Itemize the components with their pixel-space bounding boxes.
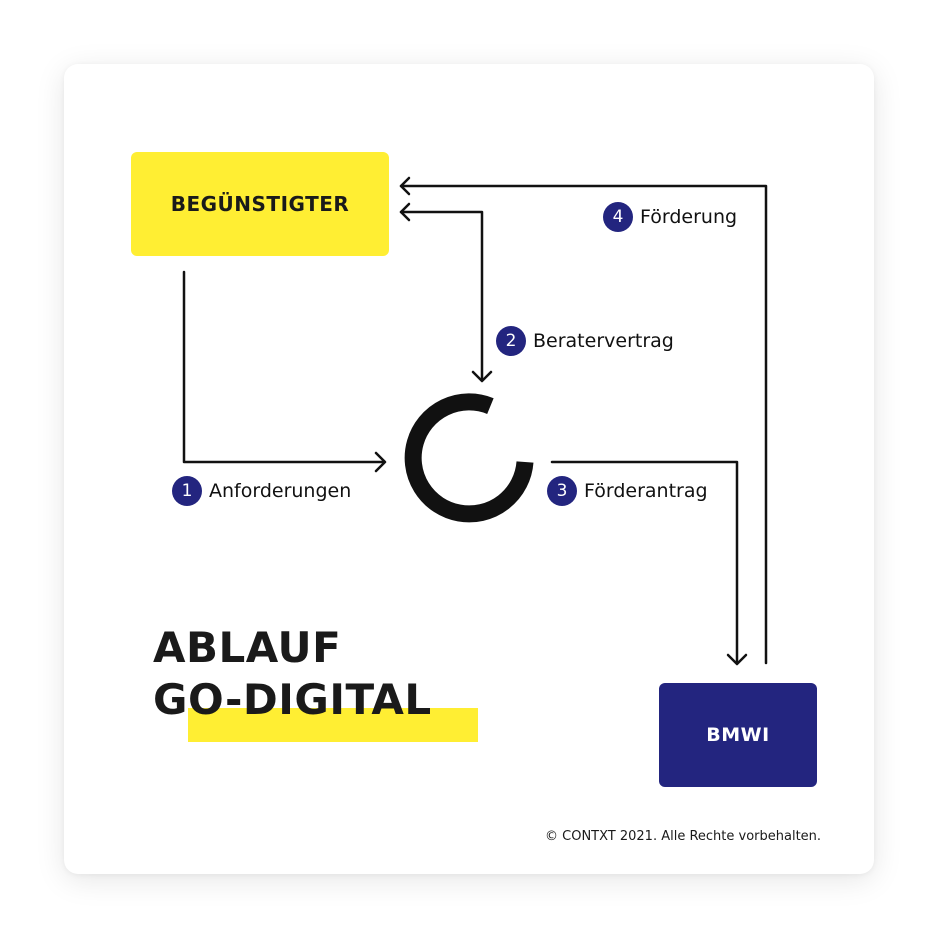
step-label: Förderung [640, 206, 738, 228]
step-anforderungen: 1 Anforderungen [172, 474, 351, 508]
step-foerderung: 4 Förderung [603, 200, 737, 234]
step-number-badge: 4 [603, 202, 633, 232]
title-line-2: GO-DIGITAL [153, 675, 432, 724]
bmwi-box: BMWI [659, 683, 817, 787]
step-number-badge: 3 [547, 476, 577, 506]
step-label: Anforderungen [209, 480, 352, 502]
page-title: ABLAUF GO-DIGITAL [153, 622, 432, 726]
beneficiary-box: BEGÜNSTIGTER [131, 152, 389, 256]
step-number-badge: 2 [496, 326, 526, 356]
copyright-notice: © CONTXT 2021. Alle Rechte vorbehalten. [545, 829, 822, 844]
title-line-1: ABLAUF [153, 623, 342, 672]
step-foerderantrag: 3 Förderantrag [547, 474, 708, 508]
step-label: Förderantrag [584, 480, 708, 502]
step-beratervertrag: 2 Beratervertrag [496, 324, 674, 358]
bmwi-label: BMWI [706, 724, 770, 746]
step-label: Beratervertrag [533, 330, 674, 352]
step-number-badge: 1 [172, 476, 202, 506]
beneficiary-label: BEGÜNSTIGTER [170, 192, 350, 216]
title-highlight [188, 708, 478, 742]
